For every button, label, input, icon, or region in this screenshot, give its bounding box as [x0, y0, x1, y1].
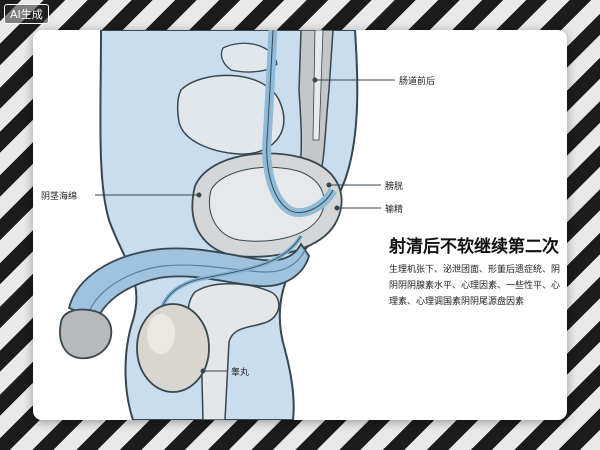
anatomy-illustration: [59, 30, 395, 420]
label-top-right: 肠道前后: [399, 77, 436, 87]
urethra-line: [88, 249, 306, 313]
label-testis: 睾丸: [231, 368, 250, 378]
label-right-lower: 输精: [385, 205, 404, 215]
ai-watermark: AI生成: [4, 4, 49, 24]
intestine-organ: [176, 74, 285, 155]
bladder-inner: [209, 166, 325, 242]
intestine-organ-lobe: [220, 42, 278, 73]
rectum-column-inner: [312, 30, 324, 141]
label-right-upper: 膀胱: [385, 182, 404, 192]
glans: [59, 308, 113, 360]
testis: [136, 303, 210, 393]
testis-highlight: [147, 314, 175, 354]
leader-lines: [95, 77, 395, 374]
body-text: 生理机张下、泌泄团面、形董后遗症统、阴阴阴阴腺素水平、心理因素、一些性平、心理素…: [389, 265, 561, 307]
label-left: 阴茎海绵: [41, 192, 78, 202]
page-title: 射清后不软继续第二次: [389, 237, 559, 257]
diagram-panel: 肠道前后 阴茎海绵 膀胱 输精 睾丸 射清后不软继续第二次 生理机张下、泌泄团面…: [33, 30, 567, 420]
spermatic-cord-outline: [160, 235, 302, 311]
